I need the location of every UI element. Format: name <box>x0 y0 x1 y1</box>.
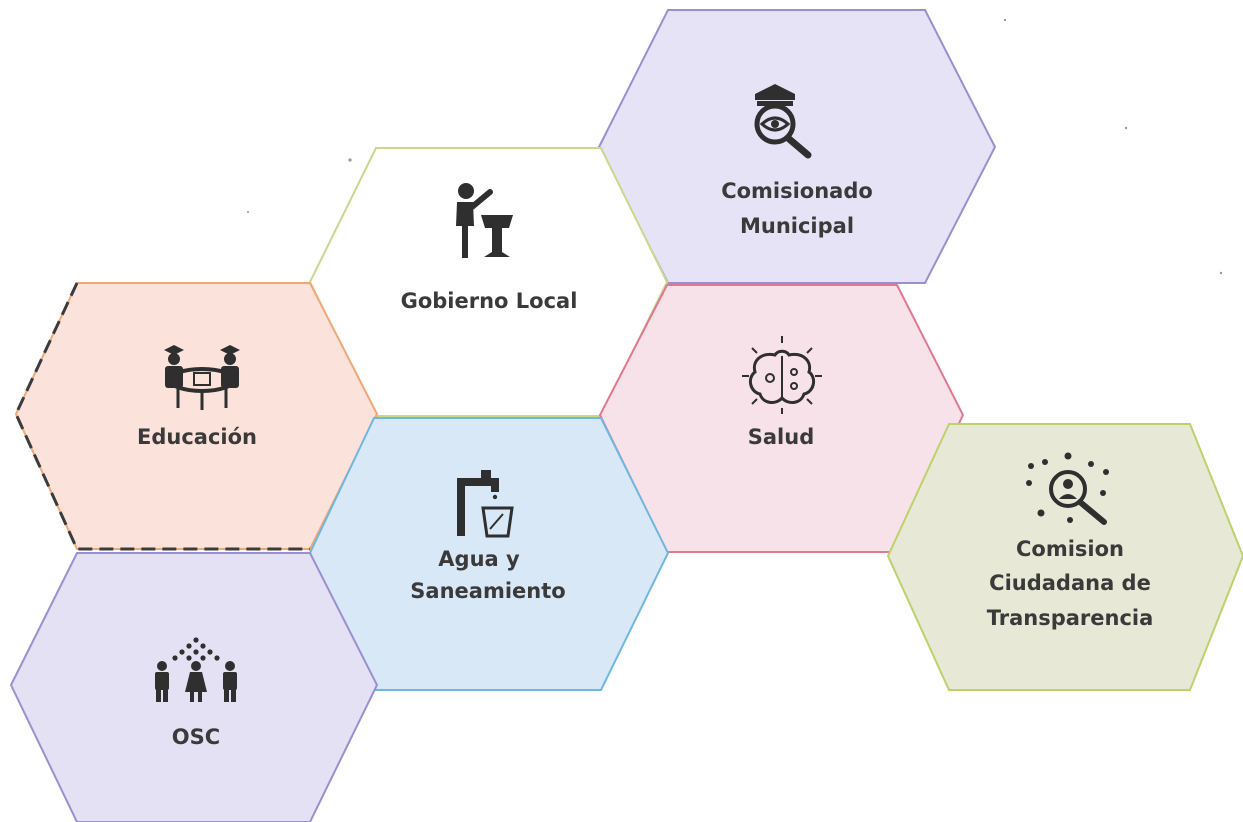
hex-educacion-label: Educación <box>137 425 257 449</box>
hex-comision-shape <box>886 423 1243 691</box>
graduates-round-table-icon <box>164 345 240 410</box>
speck <box>1003 18 1007 22</box>
hex-comisionado-label-line-2: Municipal <box>740 214 854 238</box>
hex-salud-label: Salud <box>748 425 814 449</box>
people-network-search-icon <box>1026 452 1109 525</box>
brain-icon <box>742 336 822 414</box>
speck <box>1219 271 1223 275</box>
hex-comisionado[interactable]: Comisionado Municipal <box>597 9 997 284</box>
hex-comisionado-label-line-1: Comisionado <box>721 179 873 203</box>
speck <box>348 158 352 162</box>
hex-osc[interactable]: OSC <box>9 552 379 822</box>
hex-salud[interactable]: Salud <box>598 284 965 553</box>
hex-gobierno-shape <box>308 147 669 417</box>
hex-educacion-dashed-edge <box>14 282 310 551</box>
hex-comision-label-line-1: Comision <box>1016 537 1124 561</box>
eye-magnifier-police-icon <box>754 84 812 159</box>
speck <box>247 211 249 213</box>
hex-gobierno[interactable]: Gobierno Local <box>308 147 669 417</box>
hex-educacion[interactable]: Educación <box>14 282 379 551</box>
hex-osc-label: OSC <box>172 725 220 749</box>
hex-comision[interactable]: Comision Ciudadana de Transparencia <box>886 423 1243 691</box>
speck <box>1124 126 1128 130</box>
hex-comision-label-line-3: Transparencia <box>987 606 1154 630</box>
water-tap-bucket-icon <box>457 470 514 538</box>
hex-gobierno-label: Gobierno Local <box>401 289 578 313</box>
hex-agua-label-line-1: Agua y <box>438 547 520 571</box>
people-group-icon <box>155 637 237 702</box>
hex-educacion-shape <box>14 282 379 550</box>
speaker-podium-icon <box>456 183 513 258</box>
hex-comision-label-line-2: Ciudadana de <box>989 571 1151 595</box>
hex-agua[interactable]: Agua y Saneamiento <box>308 417 670 691</box>
hex-agua-label-line-2: Saneamiento <box>410 579 565 603</box>
